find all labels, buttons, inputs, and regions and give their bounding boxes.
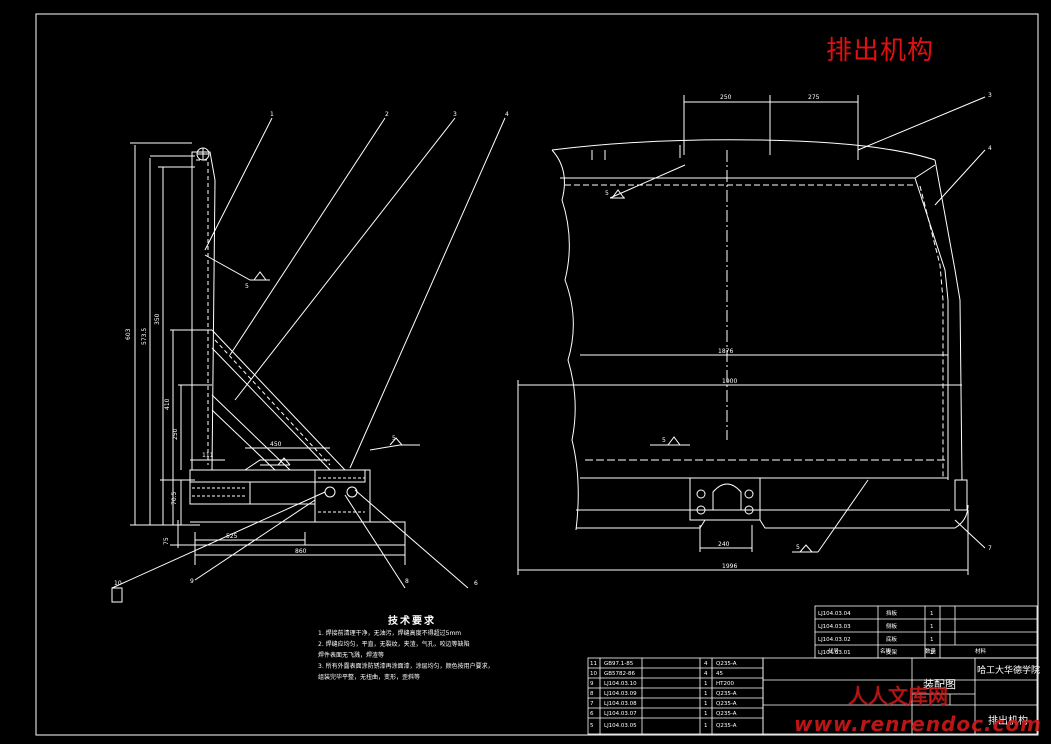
weld-5-a: 5	[245, 283, 249, 290]
dim-75: 75	[163, 537, 170, 545]
lower-part-no-7: 5	[590, 723, 594, 729]
school-name: 哈工大华德学院	[977, 664, 1040, 676]
lower-part-qty-7: 1	[704, 723, 708, 729]
dim-70-5: 70.5	[171, 491, 178, 505]
upper-part-code-1: LJ104.03.04	[818, 611, 851, 617]
lower-part-no-3: 9	[590, 681, 594, 687]
dim-450: 450	[270, 441, 282, 448]
balloon-r-3: 3	[988, 92, 992, 99]
lower-part-code-6: LJ104.03.07	[604, 711, 637, 717]
title-block	[587, 605, 1038, 735]
lower-part-no-4: 8	[590, 691, 594, 697]
upper-part-qty-4: 1	[930, 650, 934, 656]
balloon-r-4: 4	[988, 145, 992, 152]
lower-part-code-5: LJ104.03.08	[604, 701, 637, 707]
balloon-1: 1	[270, 111, 274, 118]
dim-525: 525	[226, 533, 238, 540]
weld-r-5-a: 5	[605, 190, 609, 197]
lower-part-code-2: GB5782-86	[604, 671, 636, 677]
dim-r-240: 240	[718, 541, 730, 548]
lower-part-qty-5: 1	[704, 701, 708, 707]
balloon-r-7: 7	[988, 545, 992, 552]
balloon-9: 9	[190, 578, 194, 585]
upper-part-qty-1: 1	[930, 611, 934, 617]
lower-part-qty-1: 4	[704, 661, 708, 667]
balloon-2: 2	[385, 111, 389, 118]
watermark-url: www.renrendoc.com	[794, 712, 1043, 736]
dim-r-1876: 1876	[718, 348, 733, 355]
upper-part-code-2: LJ104.03.03	[818, 624, 851, 630]
lower-part-qty-4: 1	[704, 691, 708, 697]
dim-603: 603	[125, 328, 132, 340]
lower-part-no-1: 11	[590, 661, 597, 667]
lower-part-mat-4: Q235-A	[716, 691, 737, 697]
dim-573-5: 573.5	[141, 328, 148, 345]
upper-part-qty-3: 1	[930, 637, 934, 643]
balloon-10: 10	[114, 580, 122, 587]
tech-requirements-title: 技术要求	[388, 616, 436, 627]
tech-requirements-notes: 1. 焊接前清理干净，无油污，焊缝高度不得超过5mm 2. 焊缝应均匀，平直，无…	[318, 628, 598, 683]
watermark-logo: 人人文库网	[848, 684, 948, 708]
drawing-title: 排出机构	[826, 36, 935, 66]
upper-part-name-3: 底板	[886, 635, 898, 643]
balloon-4: 4	[505, 111, 509, 118]
lower-part-mat-6: Q235-A	[716, 711, 737, 717]
balloon-3: 3	[453, 111, 457, 118]
lower-part-no-2: 10	[590, 671, 597, 677]
dim-250: 250	[172, 428, 179, 440]
upper-part-qty-2: 1	[930, 624, 934, 630]
upper-part-code-4: LJ104.03.01	[818, 650, 851, 656]
upper-part-code-3: LJ104.03.02	[818, 637, 851, 643]
header-code: 代号	[828, 647, 840, 655]
balloon-8: 8	[405, 578, 409, 585]
tech-note: 3. 所有外露表面涂防锈漆再涂面漆，涂层均匀，颜色按用户要求，	[318, 663, 494, 670]
drawing-name: 排出机构	[988, 714, 1028, 727]
dim-111: 111	[202, 452, 214, 459]
lower-part-mat-1: Q235-A	[716, 661, 737, 667]
lower-part-no-5: 7	[590, 701, 594, 707]
lower-part-no-6: 6	[590, 711, 594, 717]
dim-r-250: 250	[720, 94, 732, 101]
upper-part-name-4: 支架	[886, 648, 898, 656]
lower-part-code-4: LJ104.03.09	[604, 691, 637, 697]
lower-part-code-7: LJ104.03.05	[604, 723, 637, 729]
header-qty: 数量	[925, 647, 937, 655]
weld-r-5-b: 5	[662, 437, 666, 444]
tech-note: 1. 焊接前清理干净，无油污，焊缝高度不得超过5mm	[318, 630, 462, 637]
dim-r-1900: 1900	[722, 378, 737, 385]
lower-part-code-1: GB97.1-85	[604, 661, 634, 667]
weld-5-b: 5	[392, 435, 396, 442]
lower-part-qty-2: 4	[704, 671, 708, 677]
upper-part-name-2: 侧板	[886, 622, 898, 630]
upper-part-name-1: 挡板	[886, 609, 898, 617]
dim-r-1996: 1996	[722, 563, 737, 570]
lower-part-code-3: LJ104.03.10	[604, 681, 637, 687]
tech-note: 组装完毕平整，无扭曲，变形，歪斜等	[318, 674, 421, 681]
header-mat: 材料	[975, 647, 987, 655]
tech-note: 2. 焊缝应均匀，平直，无裂纹，夹渣，气孔，咬边等缺陷	[318, 641, 470, 648]
lower-part-mat-7: Q235-A	[716, 723, 737, 729]
lower-part-mat-3: HT200	[716, 681, 734, 687]
left-side-view	[111, 117, 506, 603]
dim-r-275: 275	[808, 94, 820, 101]
tech-note: 焊件表面无飞溅，焊渣等	[318, 652, 385, 659]
header-name: 名称	[880, 647, 892, 655]
drawing-border	[35, 13, 1039, 736]
dim-860: 860	[295, 548, 307, 555]
assembly-label: 装配图	[923, 678, 956, 691]
right-front-view	[517, 95, 986, 575]
dim-410: 410	[164, 398, 171, 410]
weld-r-5-c: 5	[796, 544, 800, 551]
lower-part-mat-2: 45	[716, 671, 723, 677]
lower-part-qty-6: 1	[704, 711, 708, 717]
dim-350: 350	[154, 313, 161, 325]
lower-part-mat-5: Q235-A	[716, 701, 737, 707]
lower-part-qty-3: 1	[704, 681, 708, 687]
balloon-6: 6	[474, 580, 478, 587]
